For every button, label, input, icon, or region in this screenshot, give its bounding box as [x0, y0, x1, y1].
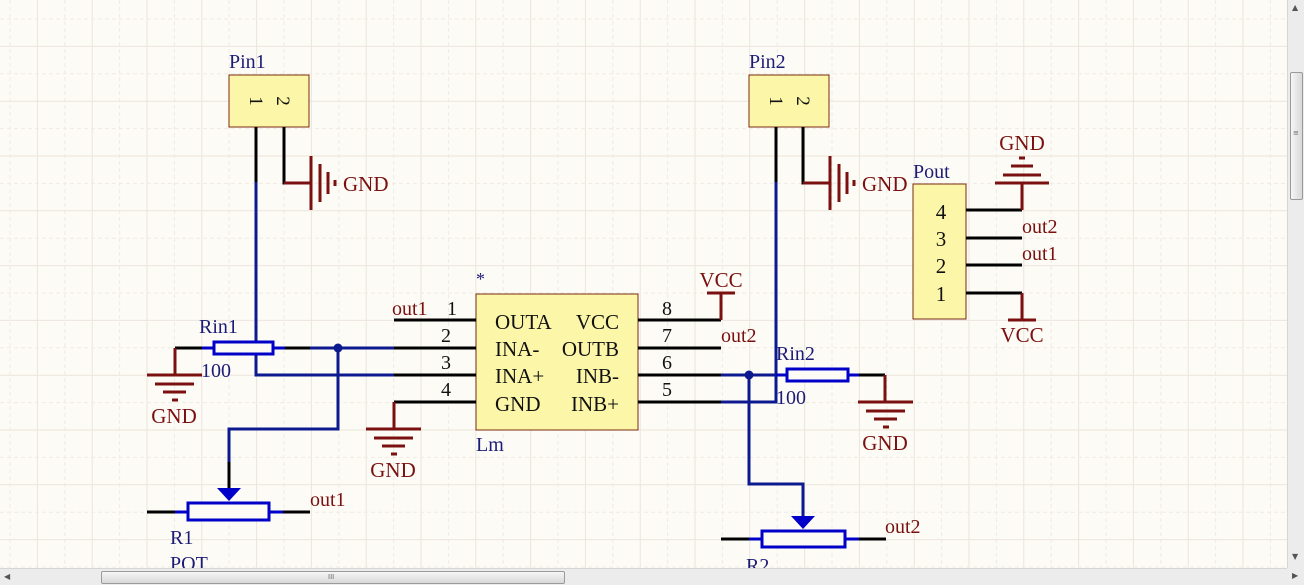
lm-pin-num-1: 1 [447, 298, 457, 320]
scroll-right-arrow-icon[interactable]: ▶ [1292, 571, 1299, 580]
wires-right [721, 182, 805, 516]
net-label-out1-r1: out1 [310, 489, 346, 511]
lm-pin-name-inb-plus: INB+ [571, 392, 619, 416]
schematic-svg[interactable]: Pin1 1 2 GND Pin2 1 2 GND Pout 4 3 2 [0, 0, 1287, 577]
lm-pin-name-inb-minus: INB- [576, 364, 619, 388]
component-lm[interactable]: * OUTA INA- INA+ GND VCC OUTB INB- INB+ … [394, 269, 721, 456]
component-r1[interactable]: R1 POT [147, 462, 310, 575]
pin2-pin2-lead [801, 127, 830, 185]
lm-pin-name-outa: OUTA [495, 310, 552, 334]
pout-designator: Pout [913, 161, 950, 183]
pout-pin-2: 2 [936, 254, 947, 278]
lm-pin-num-5: 5 [662, 379, 672, 401]
lm-pin-name-gnd: GND [495, 392, 541, 416]
pout-pin-1: 1 [936, 282, 947, 306]
pin1-gnd-label: GND [343, 172, 389, 196]
gnd-symbol-pin2: GND [803, 156, 908, 210]
lm-marker: * [476, 269, 485, 289]
scroll-up-arrow-icon[interactable]: ▲ [1292, 3, 1299, 12]
scroll-left-arrow-icon[interactable]: ◀ [4, 572, 11, 581]
pin1-pin-1-number: 1 [245, 96, 266, 106]
gnd-symbol-rin2: GND [858, 375, 913, 455]
pout-gnd-label: GND [999, 131, 1045, 155]
rin2-value: 100 [776, 387, 806, 409]
scroll-down-arrow-icon[interactable]: ▼ [1292, 552, 1299, 561]
pin1-body[interactable] [228, 74, 310, 128]
grid [0, 0, 1287, 568]
component-pout[interactable]: Pout 4 3 2 1 [912, 161, 1022, 320]
lm-pin-name-ina-plus: INA+ [495, 364, 544, 388]
net-label-out2-lm: out2 [721, 325, 757, 347]
net-label-out1-pout: out1 [1022, 243, 1058, 265]
lm-pin-num-8: 8 [662, 298, 672, 320]
r1-wiper-arrow [217, 488, 241, 501]
pout-pin-3: 3 [936, 227, 947, 251]
lm-vcc-label: VCC [699, 268, 742, 292]
rin1-gnd-label: GND [151, 404, 197, 428]
r1-value: POT [170, 553, 208, 568]
lm-pin-num-3: 3 [441, 352, 451, 374]
vcc-symbol-lm: VCC [699, 268, 743, 320]
rin1-designator: Rin1 [199, 316, 238, 338]
lm-gnd-label: GND [370, 458, 416, 482]
pin1-pin-2-number: 2 [272, 96, 293, 106]
rin2-body[interactable] [785, 367, 850, 383]
horizontal-scrollbar[interactable]: ◀ III [0, 568, 1287, 585]
pin2-gnd-label: GND [862, 172, 908, 196]
gnd-symbol-pout: GND [995, 131, 1049, 210]
scroll-corner: ▶ [1287, 568, 1304, 585]
net-label-out2-pout: out2 [1022, 216, 1058, 238]
component-pin1[interactable]: Pin1 1 2 [228, 51, 310, 185]
lm-designator: Lm [476, 434, 504, 456]
r2-body[interactable] [760, 529, 847, 549]
horizontal-grip-icon: III [328, 573, 335, 581]
r2-wiper-arrow [791, 516, 815, 529]
vertical-scrollbar[interactable]: ▲ ≡ ▼ [1287, 0, 1304, 568]
pout-pin-4: 4 [936, 200, 947, 224]
vcc-symbol-pout: VCC [1000, 293, 1044, 347]
rin2-gnd-label: GND [862, 431, 908, 455]
rin1-body[interactable] [212, 340, 275, 356]
rin1-value: 100 [201, 360, 231, 382]
pout-body[interactable] [912, 183, 967, 320]
junction-dot-left [333, 343, 343, 353]
pout-vcc-label: VCC [1000, 323, 1043, 347]
horizontal-scroll-thumb[interactable]: III [101, 571, 565, 584]
pin1-pin2-lead [282, 127, 310, 185]
vertical-scroll-thumb[interactable]: ≡ [1290, 72, 1303, 200]
r1-body[interactable] [186, 501, 271, 522]
gnd-symbol-rin1: GND [147, 348, 202, 428]
vertical-grip-icon: ≡ [1293, 129, 1299, 137]
lm-pin-name-vcc: VCC [576, 310, 619, 334]
pin1-designator: Pin1 [229, 51, 266, 73]
gnd-symbol-pin1: GND [284, 156, 389, 210]
component-rin2[interactable]: Rin2 100 [776, 343, 885, 409]
lm-pin-num-7: 7 [662, 325, 672, 347]
pin2-body[interactable] [748, 74, 830, 128]
component-pin2[interactable]: Pin2 1 2 [748, 51, 830, 185]
schematic-canvas[interactable]: Pin1 1 2 GND Pin2 1 2 GND Pout 4 3 2 [0, 0, 1287, 577]
r2-designator: R2 [746, 555, 769, 568]
lm-pin-name-outb: OUTB [562, 337, 619, 361]
lm-pin-name-ina-minus: INA- [495, 337, 539, 361]
pin2-designator: Pin2 [749, 51, 786, 73]
lm-pin-num-4: 4 [441, 379, 451, 401]
net-label-out1-lm: out1 [392, 298, 428, 320]
pin2-pin-2-number: 2 [792, 96, 813, 106]
component-r2[interactable]: R2 [721, 516, 886, 577]
r1-designator: R1 [170, 527, 193, 549]
junction-dot-right [744, 370, 754, 380]
pin2-pin-1-number: 1 [765, 96, 786, 106]
lm-body[interactable] [475, 293, 639, 431]
lm-pin-num-2: 2 [441, 325, 451, 347]
lm-pin-num-6: 6 [662, 352, 672, 374]
component-rin1[interactable]: Rin1 100 [175, 316, 310, 382]
rin2-designator: Rin2 [776, 343, 815, 365]
gnd-symbol-lm: GND [366, 402, 421, 482]
net-label-out2-r2: out2 [885, 516, 921, 538]
